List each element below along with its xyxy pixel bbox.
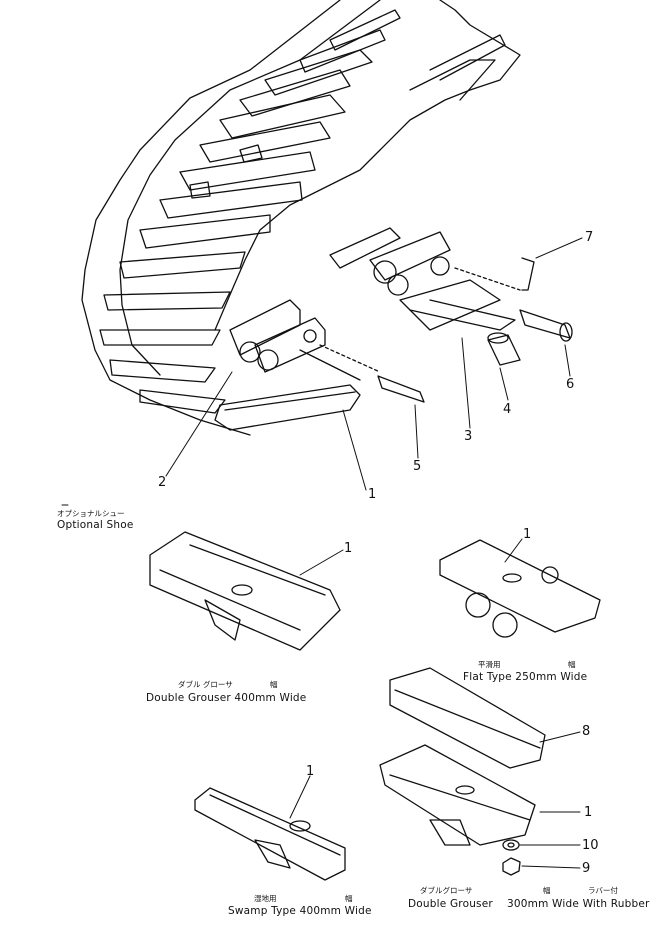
optional-shoe-jp: オプショナルシュー [57, 509, 125, 518]
flat-type-width-jp: 幅 [568, 660, 576, 669]
rubber-width-caption: 300mm Wide With Rubber [507, 898, 650, 910]
swamp-type-width-jp: 幅 [345, 894, 353, 903]
callout-9: 9 [582, 861, 591, 876]
callout-6: 6 [566, 377, 575, 392]
flat-type-jp: 平滑用 [478, 660, 501, 669]
optional-shoe-caption: Optional Shoe [57, 519, 134, 531]
flat-type-caption: Flat Type 250mm Wide [463, 671, 588, 683]
rubber-with-jp: ラバー付 [588, 886, 618, 895]
callout-1-rubber-shoe: 1 [584, 805, 593, 820]
callout-3: 3 [464, 429, 473, 444]
callout-2: 2 [158, 475, 167, 490]
callout-1-double-grouser: 1 [344, 541, 353, 556]
callout-1-flat-type: 1 [523, 527, 532, 542]
rubber-width-jp: 幅 [543, 886, 551, 895]
double-grouser-400-width-jp: 幅 [270, 680, 278, 689]
rubber-pad-drawing [379, 667, 546, 876]
callout-1-main: 1 [368, 487, 377, 502]
rubber-grouser-caption: Double Grouser [408, 898, 493, 910]
callout-7: 7 [585, 230, 594, 245]
double-grouser-400-drawing [149, 531, 341, 651]
flat-type-250-drawing [439, 539, 601, 638]
double-grouser-400-jp: ダブル グローサ [178, 680, 233, 689]
double-grouser-400-caption: Double Grouser 400mm Wide [146, 692, 307, 704]
link-right-drawing [319, 227, 573, 403]
swamp-type-caption: Swamp Type 400mm Wide [228, 905, 372, 917]
rubber-grouser-jp: ダブルグローサ [420, 886, 473, 895]
swamp-type-400-drawing [194, 787, 346, 881]
callout-5: 5 [413, 459, 422, 474]
swamp-type-jp: 湿地用 [254, 894, 277, 903]
link-assembly-drawing [214, 299, 361, 431]
callout-8: 8 [582, 724, 591, 739]
callout-10: 10 [582, 838, 599, 853]
callout-4: 4 [503, 402, 512, 417]
leader-lines [61, 237, 583, 869]
callout-1-swamp-type: 1 [306, 764, 315, 779]
track-chain-drawing [81, 0, 521, 436]
